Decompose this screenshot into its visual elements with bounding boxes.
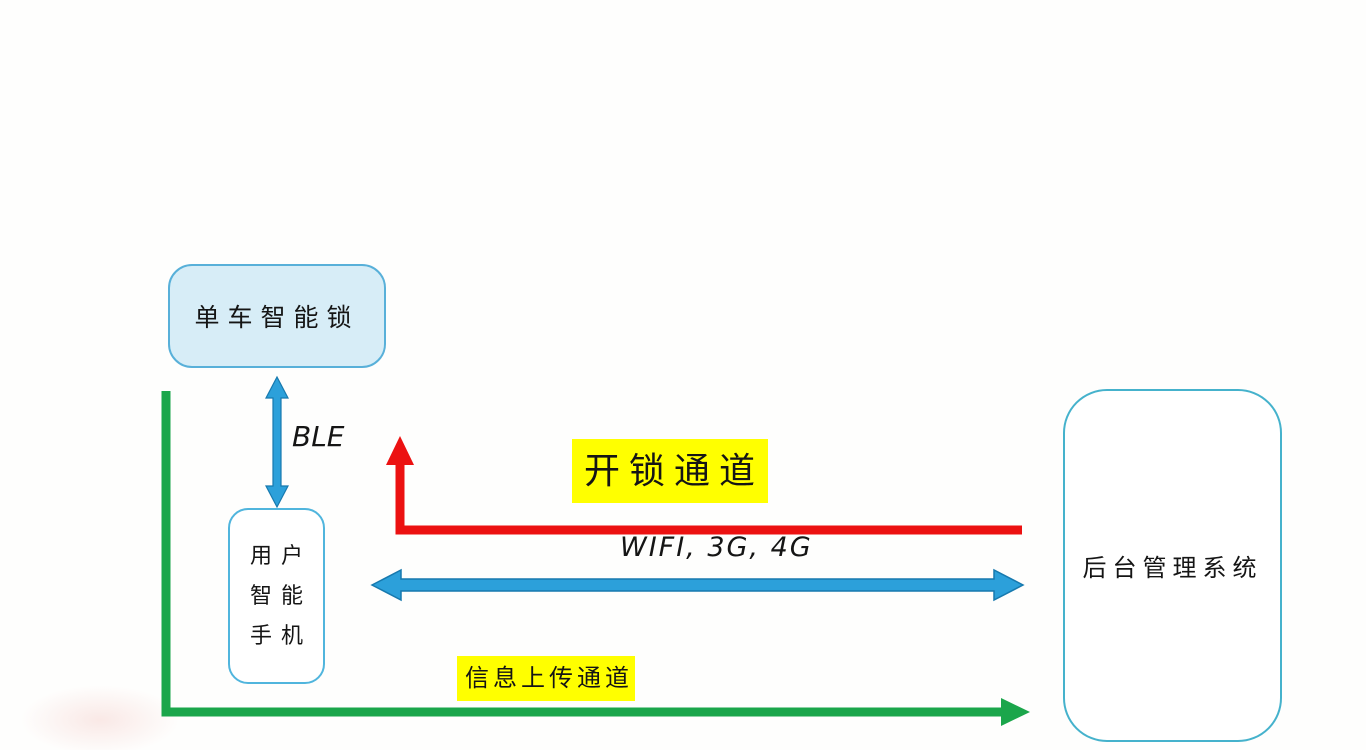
- ble-label: BLE: [292, 420, 345, 453]
- node-bike-smart-lock-label: 单车智能锁: [194, 305, 360, 332]
- node-backend-management-system: 后台管理系统: [1063, 389, 1282, 742]
- upload-channel-label: 信息上传通道: [457, 656, 635, 701]
- node-user-smartphone-label: 用户 智能 手机: [249, 543, 312, 648]
- node-bike-smart-lock: 单车智能锁: [168, 264, 386, 368]
- node-user-smartphone: 用户 智能 手机: [228, 508, 325, 684]
- node-backend-management-system-label: 后台管理系统: [1082, 556, 1263, 582]
- unlock-channel-label: 开锁通道: [572, 439, 769, 503]
- wifi-3g-4g-label: WIFI, 3G, 4G: [620, 532, 813, 563]
- ble-arrow: [265, 375, 289, 509]
- wifi-data-arrow: [370, 568, 1025, 602]
- scan-smudge: [20, 685, 180, 750]
